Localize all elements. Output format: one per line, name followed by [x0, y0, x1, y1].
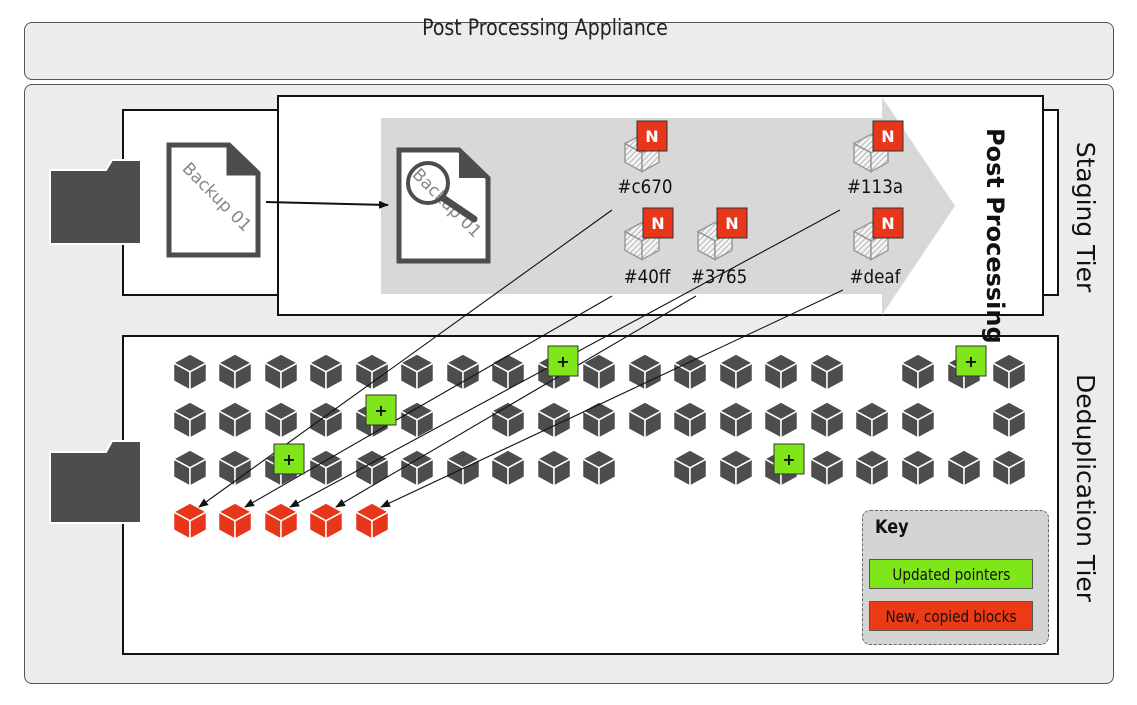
dedup-block — [808, 449, 846, 488]
hash-label-113a: #113a — [846, 176, 904, 198]
dedup-block — [990, 353, 1028, 392]
dedup-block — [626, 353, 664, 392]
dedup-block — [535, 449, 573, 488]
dedup-block — [171, 449, 209, 488]
hash-label-c670: #c670 — [617, 176, 673, 198]
new-copied-block — [216, 502, 254, 541]
legend-new-label: New, copied blocks — [885, 607, 1017, 626]
dedup-block — [717, 401, 755, 440]
dedup-block — [353, 353, 391, 392]
dedup-block — [717, 449, 755, 488]
dedup-block — [580, 353, 618, 392]
dedup-block — [262, 353, 300, 392]
new-badge-3765-text: N — [725, 214, 738, 233]
dedup-block — [899, 449, 937, 488]
post-processing-arrow — [381, 97, 955, 315]
dedup-block — [717, 353, 755, 392]
backup-document-icon: Backup 01 — [166, 142, 261, 258]
new-copied-block — [307, 502, 345, 541]
updated-pointer-badge-4-text: + — [782, 450, 795, 469]
pointer-line-0 — [198, 209, 613, 508]
new-copied-block — [171, 502, 209, 541]
dedup-tier-label: Deduplication Tier — [1071, 373, 1100, 603]
hash-block-deaf — [852, 221, 890, 261]
dedup-block — [307, 401, 345, 440]
dedup-block — [353, 449, 391, 488]
dedup-block — [216, 353, 254, 392]
dedup-block — [444, 353, 482, 392]
dedup-block — [853, 401, 891, 440]
dedup-block — [671, 353, 709, 392]
new-badge-113a: N — [872, 120, 904, 152]
hash-label-40ff: #40ff — [623, 266, 671, 288]
dedup-block — [945, 449, 983, 488]
dedup-block — [671, 449, 709, 488]
legend-title: Key — [875, 516, 909, 538]
updated-pointer-badge-3: + — [273, 443, 305, 475]
dedup-block — [216, 449, 254, 488]
dedup-block — [489, 449, 527, 488]
legend-new-blocks: New, copied blocks — [869, 601, 1033, 631]
staging-tier-label: Staging Tier — [1071, 141, 1100, 293]
new-copied-block — [262, 502, 300, 541]
new-badge-c670: N — [636, 120, 668, 152]
dedup-block — [990, 449, 1028, 488]
dedup-folder-icon — [49, 440, 142, 524]
dedup-block — [580, 401, 618, 440]
updated-pointer-badge-2: + — [365, 394, 397, 426]
dedup-block — [762, 401, 800, 440]
new-badge-deaf: N — [872, 207, 904, 239]
dedup-block — [899, 353, 937, 392]
new-badge-3765: N — [716, 207, 748, 239]
dedup-block — [580, 449, 618, 488]
legend-updated-label: Updated pointers — [892, 565, 1010, 584]
new-badge-113a-text: N — [881, 127, 894, 146]
diagram-title: Post Processing Appliance — [422, 16, 668, 41]
dedup-block — [398, 449, 436, 488]
dedup-block — [671, 401, 709, 440]
updated-pointer-badge-1-text: + — [964, 352, 977, 371]
dedup-block — [489, 353, 527, 392]
dedup-block — [762, 353, 800, 392]
dedup-block — [262, 401, 300, 440]
dedup-block — [171, 353, 209, 392]
dedup-block — [808, 401, 846, 440]
new-badge-40ff: N — [642, 207, 674, 239]
new-badge-40ff-text: N — [651, 214, 664, 233]
updated-pointer-badge-3-text: + — [282, 450, 295, 469]
hash-label-3765: #3765 — [690, 266, 748, 288]
dedup-block — [398, 401, 436, 440]
scan-document-icon: Backup 01 — [396, 147, 491, 264]
new-copied-block — [353, 502, 391, 541]
new-badge-c670-text: N — [645, 127, 658, 146]
dedup-block — [307, 449, 345, 488]
dedup-block — [307, 353, 345, 392]
updated-pointer-badge-4: + — [773, 443, 805, 475]
dedup-block — [626, 401, 664, 440]
dedup-block — [171, 401, 209, 440]
dedup-block — [489, 401, 527, 440]
dedup-block — [853, 449, 891, 488]
dedup-block — [990, 401, 1028, 440]
dedup-block — [216, 401, 254, 440]
post-processing-label: Post Processing — [981, 128, 1009, 344]
dedup-block — [398, 353, 436, 392]
pointer-line-4 — [380, 289, 844, 508]
updated-pointer-badge-2-text: + — [374, 401, 387, 420]
dedup-block — [899, 401, 937, 440]
new-badge-deaf-text: N — [881, 214, 894, 233]
backup-to-scan-arrow — [265, 200, 389, 209]
pointer-line-3 — [335, 295, 697, 508]
legend-updated-pointers: Updated pointers — [869, 559, 1033, 589]
staging-folder-icon — [49, 159, 142, 245]
updated-pointer-badge-1: + — [955, 345, 987, 377]
updated-pointer-badge-0: + — [547, 345, 579, 377]
title-panel — [24, 22, 1114, 80]
pointer-line-2 — [244, 295, 613, 508]
hash-label-deaf: #deaf — [849, 266, 901, 288]
magnifier-icon — [406, 161, 450, 205]
dedup-block — [808, 353, 846, 392]
updated-pointer-badge-0-text: + — [556, 352, 569, 371]
